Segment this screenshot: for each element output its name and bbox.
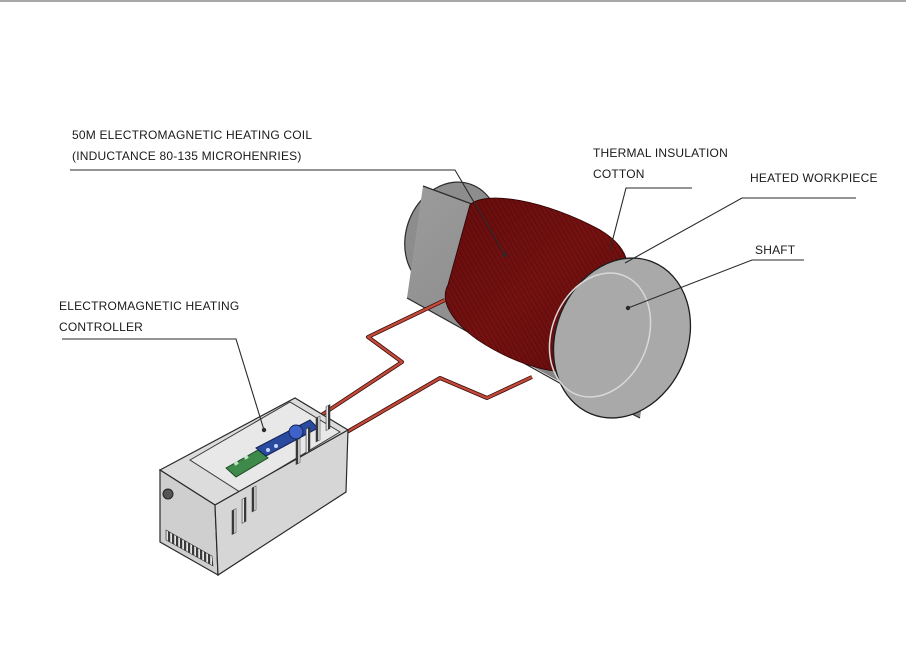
cable-gland bbox=[162, 488, 174, 500]
leader-controller bbox=[62, 338, 265, 431]
shaft-front-face bbox=[552, 257, 692, 419]
shaft-front bbox=[548, 257, 692, 419]
cables bbox=[318, 298, 533, 438]
left-vent-grille bbox=[165, 529, 214, 567]
leader-coil bbox=[70, 169, 506, 256]
label-controller-line1: ELECTROMAGNETIC HEATING bbox=[59, 299, 240, 313]
leader-lines bbox=[62, 169, 856, 431]
label-controller-line2: CONTROLLER bbox=[59, 320, 144, 334]
label-coil-line2: (INDUCTANCE 80-135 MICROHENRIES) bbox=[72, 149, 302, 163]
label-shaft: SHAFT bbox=[755, 243, 796, 257]
label-insulation-line1: THERMAL INSULATION bbox=[593, 146, 728, 160]
cable-upper bbox=[318, 298, 446, 418]
controller-unit bbox=[158, 397, 350, 577]
label-workpiece: HEATED WORKPIECE bbox=[750, 171, 878, 185]
label-insulation-line2: COTTON bbox=[593, 167, 645, 181]
controller-front-face bbox=[214, 428, 349, 577]
leader-insulation bbox=[609, 187, 692, 251]
leader-dots bbox=[261, 252, 631, 433]
leader-shaft bbox=[627, 259, 804, 309]
control-knob bbox=[288, 424, 304, 440]
label-coil-line1: 50M ELECTROMAGNETIC HEATING COIL bbox=[72, 128, 313, 142]
leader-workpiece bbox=[624, 197, 856, 264]
vents bbox=[231, 404, 331, 536]
